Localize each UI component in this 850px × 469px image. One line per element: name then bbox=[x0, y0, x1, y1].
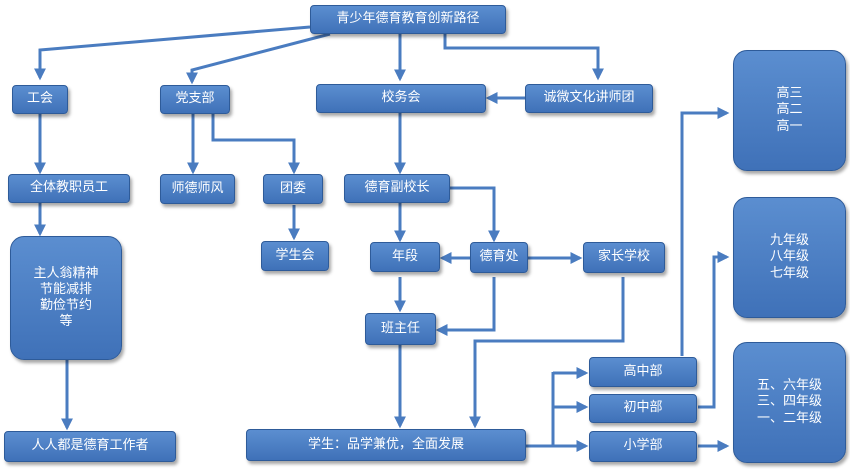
node-primary-grades: 五、六年级 三、四年级 一、二年级 bbox=[733, 342, 846, 463]
node-integrity-group: 诚微文化讲师团 bbox=[525, 84, 653, 113]
spirit-line-2: 节能减排 bbox=[39, 281, 92, 297]
spirit-line-4: 等 bbox=[59, 314, 73, 330]
node-all-staff: 全体教职员工 bbox=[8, 174, 130, 203]
senior-grade-2: 高二 bbox=[776, 102, 803, 118]
edge-junior-grades bbox=[698, 251, 730, 409]
primary-grade-12: 一、二年级 bbox=[756, 410, 822, 426]
edge-root-union bbox=[34, 25, 311, 81]
senior-grade-1: 高一 bbox=[776, 118, 803, 134]
edge-root-party bbox=[186, 32, 331, 85]
primary-grade-34: 三、四年级 bbox=[756, 394, 822, 410]
node-junior-grades: 九年级 八年级 七年级 bbox=[733, 197, 846, 318]
node-grade: 年段 bbox=[370, 242, 440, 272]
senior-grade-3: 高三 bbox=[776, 86, 803, 102]
node-primary-dept: 小学部 bbox=[589, 431, 697, 462]
node-vice-principal: 德育副校长 bbox=[344, 174, 450, 203]
node-party: 党支部 bbox=[160, 85, 230, 114]
edge-vice-moral bbox=[450, 186, 500, 243]
node-everyone-educator: 人人都是德育工作者 bbox=[4, 431, 176, 462]
node-union: 工会 bbox=[12, 85, 68, 114]
edge-root-integrity bbox=[443, 34, 604, 81]
node-moral-office: 德育处 bbox=[470, 242, 528, 273]
edge-parent-students bbox=[469, 277, 625, 429]
node-school-affairs: 校务会 bbox=[316, 84, 486, 113]
node-head-teacher: 班主任 bbox=[365, 313, 436, 345]
node-parent-school: 家长学校 bbox=[583, 242, 665, 273]
edge-party-league bbox=[211, 113, 300, 175]
node-student-union: 学生会 bbox=[261, 241, 329, 271]
node-junior-dept: 初中部 bbox=[589, 394, 697, 423]
node-senior-grades: 高三 高二 高一 bbox=[733, 50, 846, 171]
node-senior-dept: 高中部 bbox=[589, 357, 697, 387]
node-students: 学生：品学兼优，全面发展 bbox=[246, 429, 526, 461]
edge-students-depts bbox=[526, 372, 555, 448]
primary-grade-56: 五、六年级 bbox=[756, 378, 822, 394]
node-root: 青少年德育教育创新路径 bbox=[310, 5, 506, 34]
node-teacher-ethics: 师德师风 bbox=[160, 174, 235, 204]
edge-senior-grades bbox=[680, 107, 730, 356]
spirit-line-3: 勤俭节约 bbox=[39, 298, 92, 313]
junior-grade-8: 八年级 bbox=[769, 249, 809, 265]
edge-moral-headteacher bbox=[435, 277, 496, 336]
node-youth-league: 团委 bbox=[263, 174, 323, 204]
spirit-line-1: 主人翁精神 bbox=[33, 265, 99, 281]
junior-grade-9: 九年级 bbox=[769, 233, 809, 249]
node-spirit: 主人翁精神 节能减排 勤俭节约 等 bbox=[10, 236, 122, 360]
junior-grade-7: 七年级 bbox=[769, 265, 809, 281]
